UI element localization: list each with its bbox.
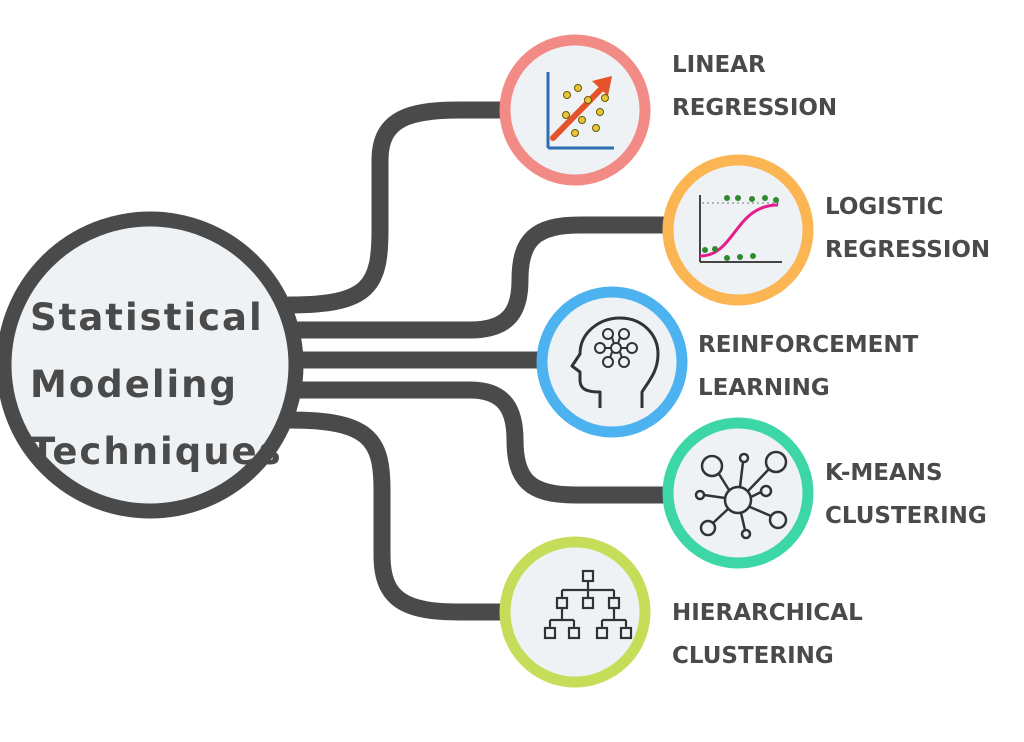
cluster-network-icon [694, 450, 788, 540]
central-title: Statistical Modeling Techniques [30, 284, 283, 485]
connector-k-means [286, 381, 679, 504]
connectors [281, 101, 679, 621]
label-line: REGRESSION [825, 237, 991, 263]
node-k-means-clustering [662, 417, 814, 569]
label-reinforcement-learning: REINFORCEMENT LEARNING [698, 324, 918, 410]
node-reinforcement-learning [536, 286, 688, 438]
label-line: CLUSTERING [825, 503, 987, 529]
label-line: LINEAR [672, 52, 766, 78]
node-logistic-regression [662, 154, 814, 306]
connector-logistic-regression [281, 216, 679, 339]
connector-linear-regression [281, 101, 529, 314]
label-line: LOGISTIC [825, 194, 944, 220]
central-circle [0, 211, 304, 519]
label-k-means-clustering: K-MEANS CLUSTERING [825, 452, 987, 538]
label-line: CLUSTERING [672, 643, 834, 669]
connector-hierarchical [281, 411, 529, 621]
scatter-trend-icon [546, 72, 614, 150]
label-line: REGRESSION [672, 95, 838, 121]
sigmoid-curve-icon [699, 195, 782, 263]
label-line: HIERARCHICAL [672, 600, 863, 626]
label-linear-regression: LINEAR REGRESSION [672, 44, 837, 130]
label-line: REINFORCEMENT [698, 332, 919, 358]
ring-hierarchical-clustering [499, 536, 651, 688]
central-title-line-2: Modeling [30, 363, 239, 406]
label-line: K-MEANS [825, 460, 943, 486]
label-logistic-regression: LOGISTIC REGRESSION [825, 186, 990, 272]
central-title-line-3: Techniques [30, 430, 283, 473]
node-hierarchical-clustering [499, 536, 651, 688]
label-hierarchical-clustering: HIERARCHICAL CLUSTERING [672, 592, 863, 678]
brain-head-icon [570, 316, 660, 408]
ring-linear-regression [499, 34, 651, 186]
central-title-line-1: Statistical [30, 296, 264, 339]
ring-k-means-clustering [662, 417, 814, 569]
node-linear-regression [499, 34, 651, 186]
tree-hierarchy-icon [543, 569, 633, 640]
label-line: LEARNING [698, 375, 830, 401]
